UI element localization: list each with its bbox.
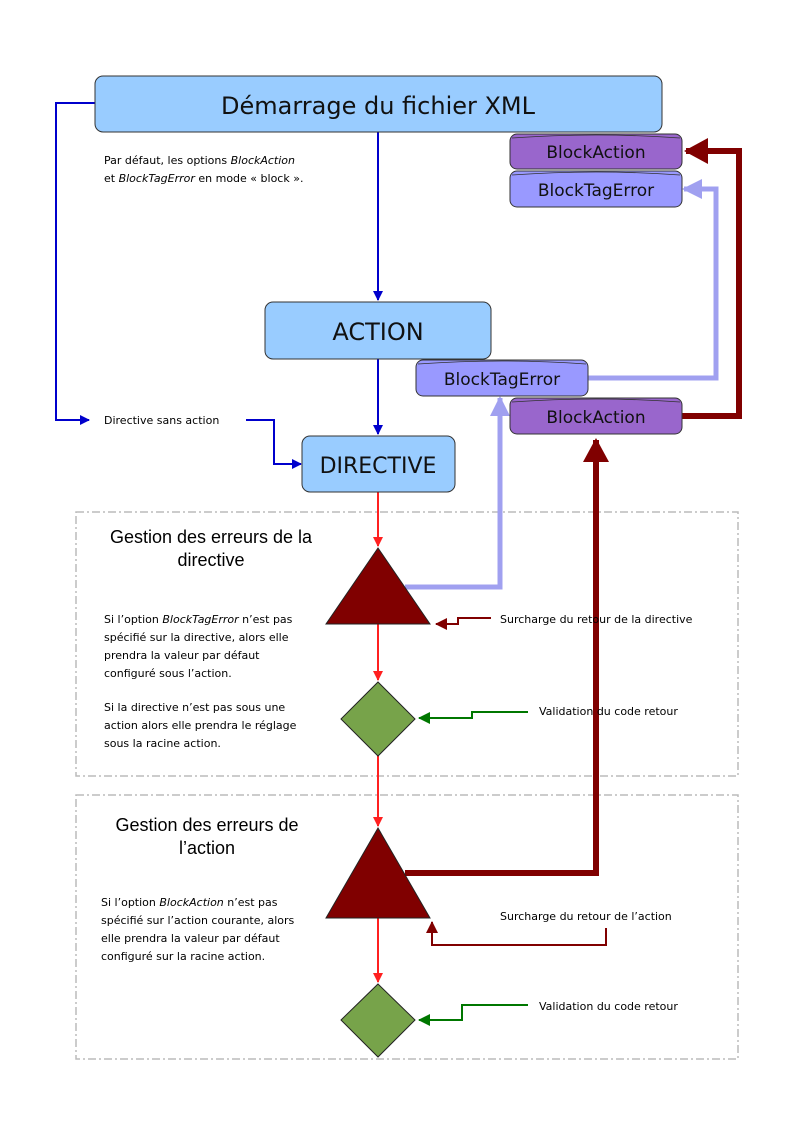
top-blocktagerror-label: BlockTagError — [538, 181, 654, 201]
action-validation-diamond — [340, 983, 416, 1058]
directive-section-p1-line2: spécifié sur la directive, alors elle — [104, 631, 289, 644]
directive-overload-label: Surcharge du retour de la directive — [500, 613, 693, 626]
mid-blocktagerror-label: BlockTagError — [444, 370, 560, 390]
connector-overload-action — [426, 921, 607, 946]
section-frame-action — [75, 794, 739, 1060]
action-section-title-line2: l’action — [179, 838, 235, 858]
connector-blockaction-to-top — [682, 138, 742, 419]
action-validation-label: Validation du code retour — [539, 1000, 678, 1013]
connector-blocktagerror-to-top — [588, 179, 719, 381]
action-section-p1-line3: elle prendra la valeur par défaut — [101, 932, 280, 945]
action-node-label: ACTION — [332, 318, 423, 346]
connector-start-to-directive-note — [55, 102, 95, 425]
section-frame-directive — [75, 511, 739, 777]
mid-blocktagerror-tag: BlockTagError — [415, 359, 589, 397]
action-overload-label: Surcharge du retour de l’action — [500, 910, 672, 923]
directive-section-p2-line1: Si la directive n’est pas sous une — [104, 701, 285, 714]
default-options-note-line1: Par défaut, les options BlockAction — [104, 154, 295, 167]
start-node: Démarrage du fichier XML — [94, 75, 663, 133]
connector-validation-directive — [418, 711, 528, 724]
start-node-label: Démarrage du fichier XML — [221, 92, 536, 120]
directive-section-p1-line1: Si l’option BlockTagError n’est pas — [104, 613, 293, 626]
mid-blockaction-tag: BlockAction — [509, 397, 683, 435]
action-section-title-line1: Gestion des erreurs de — [115, 815, 298, 835]
connector-action-triangle-to-blockaction — [405, 438, 609, 876]
default-options-note-line2: et BlockTagError en mode « block ». — [104, 172, 303, 185]
directive-node: DIRECTIVE — [301, 435, 456, 493]
top-blocktagerror-tag: BlockTagError — [509, 170, 683, 208]
connector-overload-directive — [435, 617, 491, 630]
directive-validation-diamond — [340, 681, 416, 757]
action-error-triangle — [325, 827, 431, 919]
action-node: ACTION — [264, 301, 492, 360]
directive-without-action-label: Directive sans action — [104, 414, 219, 427]
directive-error-triangle — [325, 547, 431, 625]
mid-blockaction-label: BlockAction — [546, 408, 645, 428]
action-section-p1-line1: Si l’option BlockAction n’est pas — [101, 896, 278, 909]
directive-section-p1-line3: prendra la valeur par défaut — [104, 649, 260, 662]
directive-validation-label: Validation du code retour — [539, 705, 678, 718]
directive-section-title-line2: directive — [177, 550, 244, 570]
directive-section-p1-line4: configuré sous l’action. — [104, 667, 232, 680]
directive-section-p2-line2: action alors elle prendra le réglage — [104, 719, 297, 732]
directive-section-title-line1: Gestion des erreurs de la — [110, 527, 313, 547]
connector-directive-triangle-to-blocktagerror — [405, 396, 510, 590]
directive-node-label: DIRECTIVE — [320, 454, 437, 479]
action-section-p1-line2: spécifié sur l’action courante, alors — [101, 914, 295, 927]
connector-validation-action — [418, 1004, 528, 1026]
connector-note-to-directive — [246, 419, 302, 469]
directive-section-p2-line3: sous la racine action. — [104, 737, 221, 750]
action-section-p1-line4: configuré sur la racine action. — [101, 950, 265, 963]
top-blockaction-label: BlockAction — [546, 143, 645, 163]
top-blockaction-tag: BlockAction — [509, 133, 683, 170]
